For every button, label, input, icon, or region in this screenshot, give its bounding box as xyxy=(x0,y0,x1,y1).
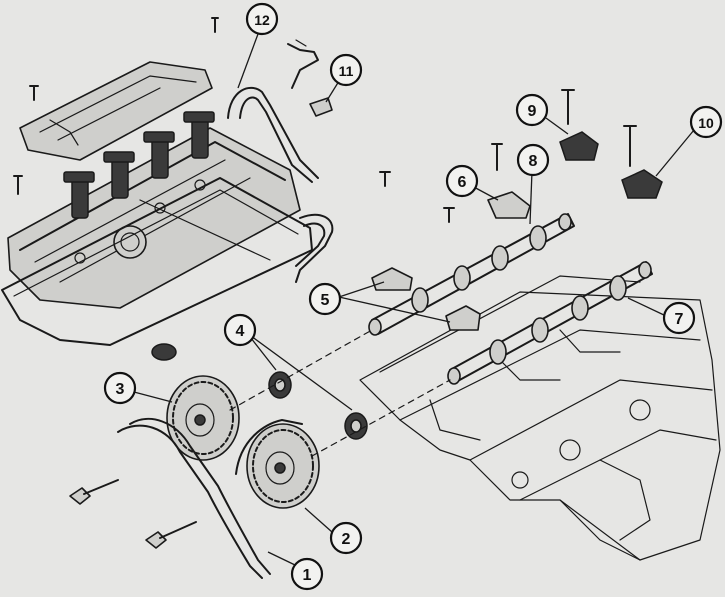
callout-6-label: 6 xyxy=(458,174,467,191)
callout-5: 5 xyxy=(308,282,342,316)
cover-bolt-icon xyxy=(211,17,219,33)
breather-hose xyxy=(227,87,319,183)
cap-bolt-icon xyxy=(443,207,455,223)
valve-cover-gasket xyxy=(1,177,313,346)
camshaft-cap-icon xyxy=(559,131,599,161)
callout-1: 1 xyxy=(290,557,324,591)
callout-3-label: 3 xyxy=(116,381,125,398)
callout-8: 8 xyxy=(516,143,550,177)
oil-seal-icon xyxy=(344,412,368,440)
oil-seal-icon xyxy=(268,371,292,399)
camshaft-cap-icon xyxy=(487,191,531,219)
callout-11: 11 xyxy=(329,53,363,87)
intake-camshaft xyxy=(368,213,575,336)
assembly-alignment-lines xyxy=(229,329,451,457)
spark-plug-cover-plate xyxy=(19,61,213,161)
pcv-valve-fitting xyxy=(287,39,319,89)
ignition-coil-icon xyxy=(183,111,215,159)
ignition-coil-icon xyxy=(143,131,175,179)
cap-bolt-icon xyxy=(379,171,391,187)
pcv-hose xyxy=(295,213,334,283)
cylinder-head-cover xyxy=(7,127,301,309)
camshaft-cap-icon xyxy=(371,267,413,291)
sprocket-bolt-icon xyxy=(69,479,119,505)
callout-5-label: 5 xyxy=(321,292,330,309)
callout-4: 4 xyxy=(223,313,257,347)
cover-bolt-icon xyxy=(29,85,39,101)
callout-9: 9 xyxy=(515,93,549,127)
cap-bolt-icon xyxy=(623,125,637,167)
callout-7: 7 xyxy=(662,301,696,335)
ignition-coil-icon xyxy=(103,151,135,199)
callout-6: 6 xyxy=(445,164,479,198)
cap-bolt-icon xyxy=(561,89,575,125)
timing-belt xyxy=(117,418,303,579)
callout-2: 2 xyxy=(329,521,363,555)
callout-2-label: 2 xyxy=(342,531,351,548)
callout-8-label: 8 xyxy=(529,153,538,170)
ignition-coil-icon xyxy=(63,171,95,219)
callout-12: 12 xyxy=(245,2,279,36)
callout-4-label: 4 xyxy=(236,323,245,340)
callout-7-label: 7 xyxy=(675,311,684,328)
callout-10: 10 xyxy=(689,105,723,139)
sprocket-bolt-icon xyxy=(145,521,197,549)
camshaft-cap-icon xyxy=(445,305,481,331)
cap-bolt-icon xyxy=(491,143,503,171)
camshaft-pulley-lower xyxy=(246,423,320,509)
callout-1-label: 1 xyxy=(303,567,312,584)
callout-10-label: 10 xyxy=(698,115,714,131)
callout-11-label: 11 xyxy=(339,63,354,79)
cover-bolt-icon xyxy=(13,175,23,195)
exhaust-camshaft xyxy=(447,261,653,385)
callout-9-label: 9 xyxy=(528,103,537,120)
callout-3: 3 xyxy=(103,371,137,405)
camshaft-cap-icon xyxy=(621,169,663,199)
plug-icon xyxy=(151,343,177,361)
grommet-fitting xyxy=(309,97,333,117)
callout-12-label: 12 xyxy=(254,12,270,28)
